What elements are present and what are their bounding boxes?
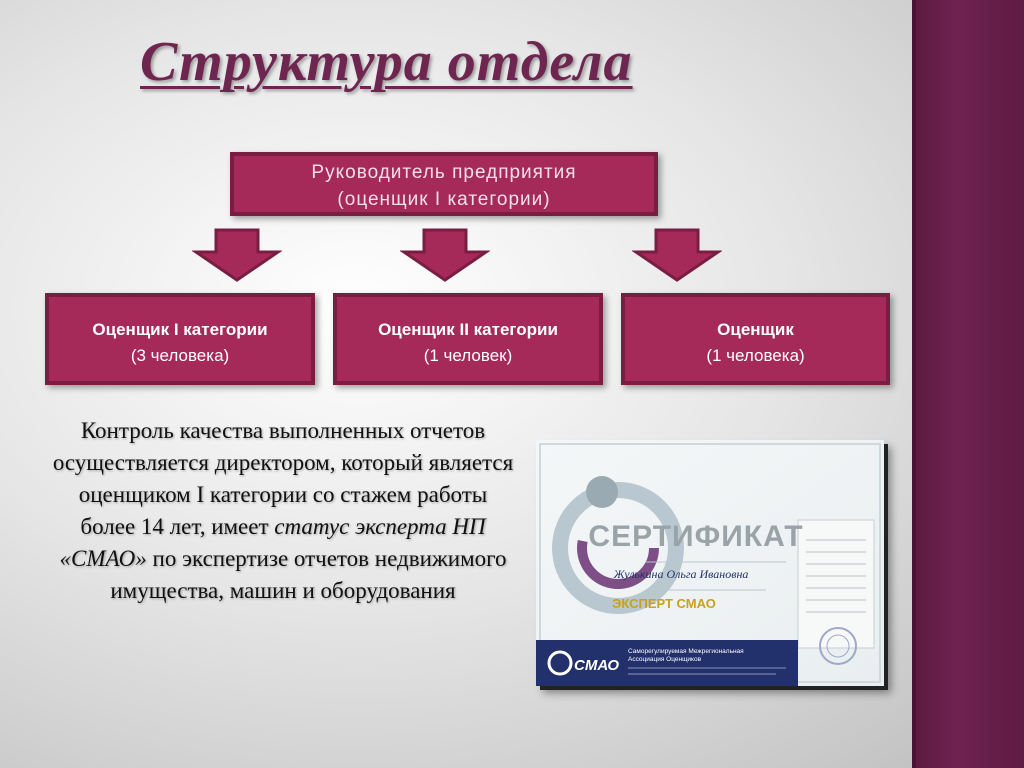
side-decor-bar	[912, 0, 1024, 768]
head-box-line1: Руководитель предприятия	[234, 159, 654, 186]
appraiser-title: Оценщик	[625, 317, 886, 343]
cert-logo: СМАО	[574, 657, 619, 674]
description-text: Контроль качества выполненных отчетов ос…	[52, 415, 514, 607]
category2-title: Оценщик II категории	[337, 317, 599, 343]
slide-title: Структура отдела	[140, 30, 633, 94]
category2-count: (1 человек)	[337, 343, 599, 369]
certificate-image: СЕРТИФИКАТ Жулькина Ольга Ивановна ЭКСПЕ…	[536, 440, 884, 686]
arrow-down-icon	[632, 228, 722, 282]
cert-org-line1: Саморегулируемая Межрегиональная	[628, 648, 744, 655]
category1-title: Оценщик I категории	[49, 317, 311, 343]
appraiser-box: Оценщик (1 человека)	[621, 293, 890, 385]
category1-count: (3 человека)	[49, 343, 311, 369]
appraiser-count: (1 человека)	[625, 343, 886, 369]
cert-badge: ЭКСПЕРТ СМАО	[612, 596, 716, 611]
cert-org-line2: Ассоциация Оценщиков	[628, 656, 702, 663]
cert-name: Жулькина Ольга Ивановна	[613, 567, 749, 581]
category2-box: Оценщик II категории (1 человек)	[333, 293, 603, 385]
cert-heading: СЕРТИФИКАТ	[588, 520, 803, 553]
head-box: Руководитель предприятия (оценщик I кате…	[230, 152, 658, 216]
head-box-line2: (оценщик I категории)	[234, 186, 654, 213]
arrow-down-icon	[192, 228, 282, 282]
category1-box: Оценщик I категории (3 человека)	[45, 293, 315, 385]
arrow-down-icon	[400, 228, 490, 282]
description-part2: по экспертизе отчетов недвижимого имущес…	[110, 546, 506, 603]
